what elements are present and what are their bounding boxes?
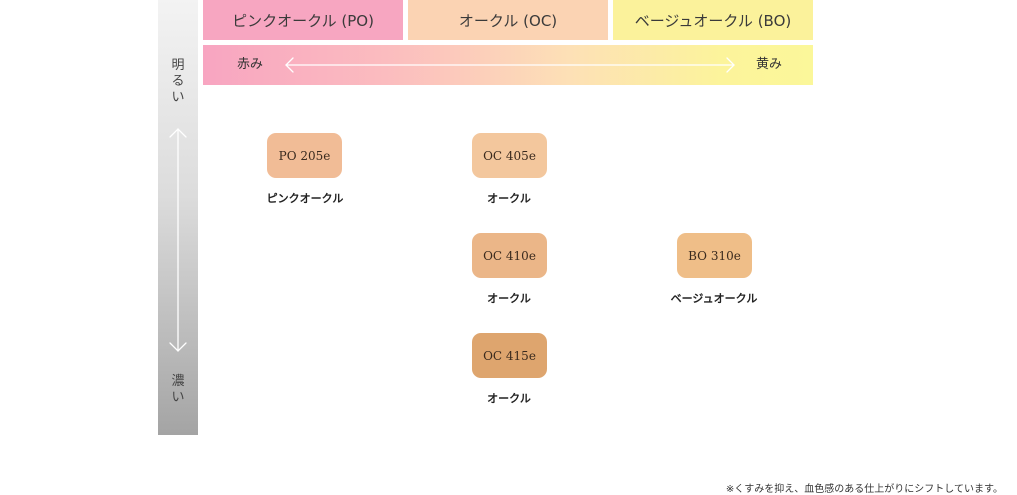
swatch-code: OC 405e — [483, 148, 536, 163]
swatch-po205e[interactable]: PO 205e — [267, 133, 342, 178]
category-ochre-label: オークル (OC) — [458, 11, 558, 30]
tone-yellow-label: 黄み — [756, 57, 783, 72]
brightness-dark-text: 濃い — [158, 374, 198, 406]
swatch-code: OC 410e — [483, 248, 536, 263]
vertical-char: 濃 — [171, 374, 185, 389]
swatch-code: OC 415e — [483, 348, 536, 363]
swatch-bo310e[interactable]: BO 310e — [677, 233, 752, 278]
vertical-char: る — [171, 74, 185, 89]
swatch-name: ピンクオークル — [266, 192, 344, 205]
vertical-char: い — [171, 390, 185, 405]
swatch-name: オークル — [487, 392, 531, 405]
swatch-oc405e[interactable]: OC 405e — [472, 133, 547, 178]
horizontal-double-arrow-icon — [285, 57, 735, 73]
swatch-oc410e[interactable]: OC 410e — [472, 233, 547, 278]
vertical-char: い — [171, 90, 185, 105]
category-beige-ochre: ベージュオークル (BO) — [613, 0, 813, 40]
footnote: ※くすみを抑え、血色感のある仕上がりにシフトしています。 — [725, 484, 1003, 495]
brightness-dark-label: 濃い — [158, 374, 198, 406]
swatch-code: PO 205e — [278, 148, 331, 163]
vertical-char: 明 — [171, 58, 185, 73]
tone-red-label: 赤み — [237, 57, 264, 72]
swatch-name: オークル — [487, 192, 531, 205]
brightness-light-text: 明るい — [158, 58, 198, 106]
swatch-oc415e[interactable]: OC 415e — [472, 333, 547, 378]
swatch-name: オークル — [487, 292, 531, 305]
swatch-code: BO 310e — [688, 248, 741, 263]
brightness-light-label: 明るい — [158, 58, 198, 106]
vertical-double-arrow-icon — [169, 128, 187, 352]
category-pink-ochre: ピンクオークル (PO) — [203, 0, 403, 40]
category-pink-ochre-label: ピンクオークル (PO) — [232, 11, 374, 30]
swatch-name: ベージュオークル — [670, 292, 758, 305]
category-ochre: オークル (OC) — [408, 0, 608, 40]
category-beige-ochre-label: ベージュオークル (BO) — [634, 11, 792, 30]
